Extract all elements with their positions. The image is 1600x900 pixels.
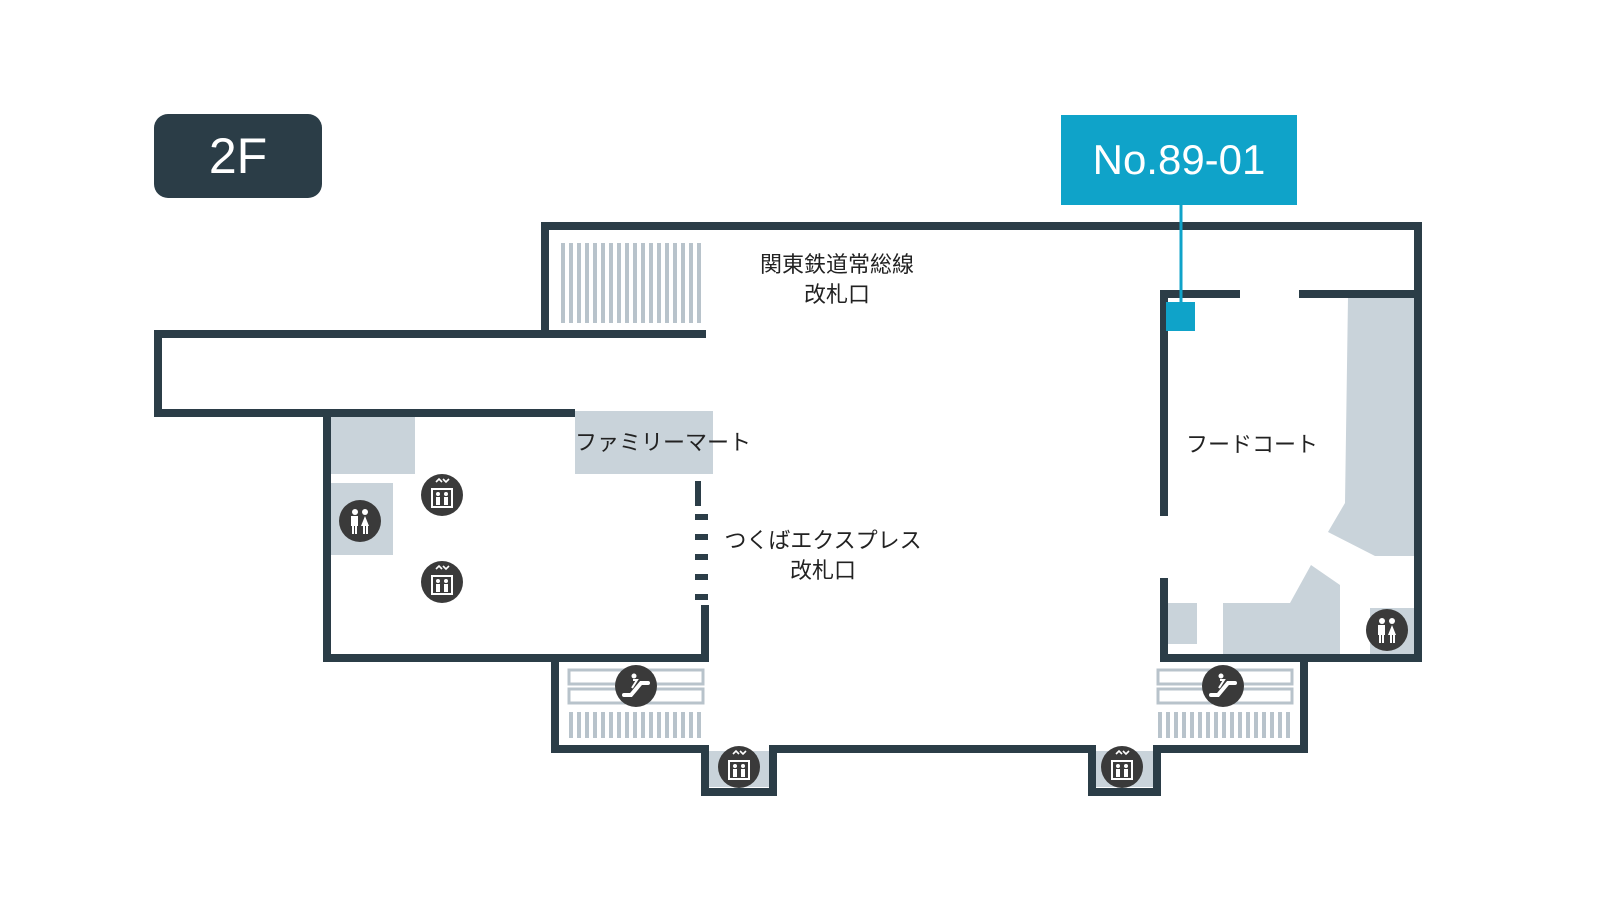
stair-step	[617, 712, 621, 738]
stair-step	[657, 243, 661, 323]
stairs-kanto	[556, 243, 706, 323]
escalator-icon	[613, 663, 659, 709]
elevator-icon	[1100, 745, 1144, 789]
foodcourt-label: フードコート	[1186, 433, 1318, 458]
stair-step	[601, 243, 605, 323]
stair-step	[1166, 712, 1170, 738]
stair-step	[1198, 712, 1202, 738]
elevator-icon	[717, 745, 761, 789]
stair-step	[1222, 712, 1226, 738]
location-marker[interactable]	[1166, 205, 1195, 331]
stair-step	[593, 712, 597, 738]
stair-step	[1270, 712, 1274, 738]
floor-label: 2F	[154, 114, 322, 198]
stair-step	[609, 243, 613, 323]
stair-step	[1206, 712, 1210, 738]
stair-step	[1190, 712, 1194, 738]
kanto-gate-label-2: 改札口	[804, 283, 870, 308]
stair-step	[593, 243, 597, 323]
stair-step	[681, 712, 685, 738]
escalator-icon	[1200, 663, 1246, 709]
stair-step	[617, 243, 621, 323]
stair-step	[585, 243, 589, 323]
stair-step	[577, 243, 581, 323]
stair-step	[577, 712, 581, 738]
stair-step	[649, 243, 653, 323]
stair-step	[633, 243, 637, 323]
stair-step	[601, 712, 605, 738]
tx-gate-label-2: 改札口	[790, 559, 856, 584]
elevator-icon	[420, 473, 464, 517]
stair-step	[641, 712, 645, 738]
restroom-icon	[1366, 609, 1408, 651]
stair-step	[1278, 712, 1282, 738]
stair-step	[641, 243, 645, 323]
stair-step	[569, 243, 573, 323]
restroom-icon	[339, 500, 381, 542]
stair-step	[697, 712, 701, 738]
stair-step	[1262, 712, 1266, 738]
stair-step	[1182, 712, 1186, 738]
familymart-label: ファミリーマート	[575, 431, 751, 456]
stair-step	[1246, 712, 1250, 738]
tx-gate-label: つくばエクスプレス	[724, 529, 921, 554]
location-marker-label[interactable]: No.89-01	[1061, 115, 1297, 205]
stair-step	[1238, 712, 1242, 738]
stair-step	[1254, 712, 1258, 738]
stair-step	[681, 243, 685, 323]
elevator-icon	[420, 560, 464, 604]
stair-step	[561, 243, 565, 323]
stair-step	[633, 712, 637, 738]
stair-step	[1214, 712, 1218, 738]
stair-step	[697, 243, 701, 323]
stair-step	[1174, 712, 1178, 738]
stair-step	[625, 243, 629, 323]
stair-step	[585, 712, 589, 738]
stair-step	[673, 243, 677, 323]
stair-step	[625, 712, 629, 738]
stair-step	[1286, 712, 1290, 738]
stair-step	[657, 712, 661, 738]
stair-step	[665, 712, 669, 738]
stair-step	[689, 712, 693, 738]
stair-step	[673, 712, 677, 738]
stair-step	[609, 712, 613, 738]
kanto-gate-label: 関東鉄道常総線	[760, 253, 914, 278]
walls	[154, 222, 1422, 796]
stair-step	[689, 243, 693, 323]
stair-step	[665, 243, 669, 323]
stair-step	[1230, 712, 1234, 738]
dashed-wall	[695, 481, 708, 600]
stair-step	[649, 712, 653, 738]
stair-step	[1158, 712, 1162, 738]
stair-step	[569, 712, 573, 738]
